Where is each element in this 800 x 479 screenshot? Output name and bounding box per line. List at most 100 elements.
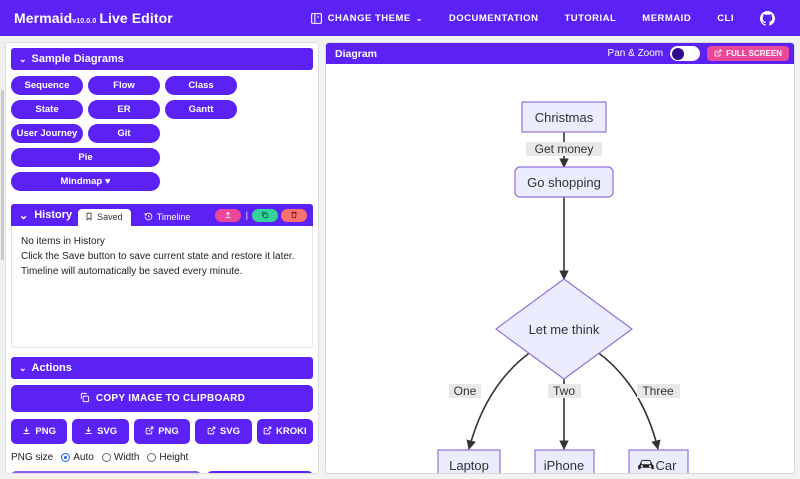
sample-button-sequence[interactable]: Sequence: [11, 76, 83, 95]
sample-button-pie[interactable]: Pie: [11, 148, 160, 167]
node-let-me-think[interactable]: Let me think: [494, 278, 634, 380]
node-iphone-label: iPhone: [544, 458, 584, 473]
history-actions-separator: |: [245, 210, 248, 220]
download-png-button[interactable]: PNG: [11, 419, 68, 444]
chevron-down-icon: ⌄: [19, 53, 27, 64]
actions-title: Actions: [31, 362, 72, 374]
nav-cli-label: CLI: [717, 12, 734, 24]
clipboard-icon: [79, 392, 90, 406]
node-iphone[interactable]: iPhone: [534, 449, 595, 474]
open-kroki-label: KROKI: [276, 426, 307, 437]
brand-version: v10.0.0: [72, 18, 97, 25]
sample-button-flow[interactable]: Flow: [88, 76, 160, 95]
node-go-shopping[interactable]: Go shopping: [514, 166, 614, 198]
png-size-auto-label: Auto: [73, 452, 94, 463]
tab-saved[interactable]: Saved: [78, 208, 131, 226]
diagram-panel-header: Diagram Pan & Zoom FULL SCREEN: [326, 43, 794, 64]
history-card: ⌄ History Saved T: [11, 204, 313, 348]
tab-saved-label: Saved: [97, 212, 123, 222]
nav-cli[interactable]: CLI: [704, 7, 747, 30]
sample-button-mindmap[interactable]: Mindmap ♥: [11, 172, 160, 191]
history-empty-line-3: Timeline will automatically be saved eve…: [21, 266, 243, 277]
palette-icon: [310, 12, 323, 25]
download-icon: [22, 426, 31, 438]
history-header: ⌄ History Saved T: [11, 204, 313, 226]
chevron-down-icon: ⌄: [19, 362, 27, 373]
sample-diagrams-header[interactable]: ⌄ Sample Diagrams: [11, 48, 313, 70]
nav-github[interactable]: [747, 5, 788, 32]
edge-label-three: Three: [637, 384, 680, 398]
open-kroki-button[interactable]: KROKI: [256, 419, 314, 444]
sidebar-scrollbar-thumb[interactable]: [1, 90, 4, 260]
delete-history-button[interactable]: [281, 208, 307, 222]
copy-history-button[interactable]: [252, 208, 278, 222]
history-empty-line-2: Click the Save button to save current st…: [21, 251, 295, 262]
history-body: No items in History Click the Save butto…: [11, 226, 313, 348]
open-png-button[interactable]: PNG: [133, 419, 191, 444]
sample-button-user-journey[interactable]: User Journey: [11, 124, 83, 143]
open-png-label: PNG: [158, 426, 179, 437]
markdown-input[interactable]: [11, 471, 202, 473]
png-size-option-auto[interactable]: Auto: [61, 452, 94, 463]
node-let-me-think-label: Let me think: [529, 322, 600, 337]
external-link-icon: [145, 426, 154, 438]
tab-timeline[interactable]: Timeline: [137, 209, 199, 226]
png-size-width-label: Width: [113, 452, 140, 463]
diagram-panel-title: Diagram: [335, 47, 378, 60]
history-action-buttons: |: [215, 208, 307, 222]
save-history-button[interactable]: [215, 208, 242, 222]
navbar-links: CHANGE THEME ⌄ DOCUMENTATION TUTORIAL ME…: [297, 5, 800, 32]
car-icon: [638, 459, 654, 470]
nav-documentation[interactable]: DOCUMENTATION: [436, 7, 552, 30]
markdown-row: COPY MARKDOWN: [11, 471, 313, 473]
sample-diagrams-card: ⌄ Sample Diagrams Sequence Flow Class St…: [11, 48, 313, 195]
sample-button-class[interactable]: Class: [165, 76, 237, 95]
node-car[interactable]: Car: [628, 449, 689, 474]
brand-name: Mermaid: [14, 10, 73, 26]
edge-label-three-text: Three: [642, 384, 674, 398]
external-link-icon: [714, 49, 722, 59]
external-link-icon: [263, 426, 272, 438]
edge-label-two-text: Two: [553, 384, 575, 398]
sample-diagrams-body: Sequence Flow Class State ER Gantt User …: [11, 70, 313, 195]
actions-card: ⌄ Actions COPY IMAGE TO CLIPBOARD: [11, 357, 314, 473]
radio-auto[interactable]: [61, 453, 71, 462]
edge-label-get-money-text: Get money: [535, 142, 594, 156]
full-screen-button[interactable]: FULL SCREEN: [707, 46, 789, 61]
open-svg-button[interactable]: SVG: [195, 419, 252, 444]
diagram-canvas[interactable]: Christmas Get money Go shopping Let me t…: [326, 64, 794, 474]
pan-zoom-toggle[interactable]: [670, 46, 701, 61]
pan-zoom-label: Pan & Zoom: [607, 48, 664, 59]
node-laptop[interactable]: Laptop: [437, 449, 501, 474]
nav-change-theme[interactable]: CHANGE THEME ⌄: [297, 6, 436, 31]
chevron-down-icon: ⌄: [19, 209, 29, 222]
nav-mermaid[interactable]: MERMAID: [629, 7, 704, 30]
nav-tutorial-label: TUTORIAL: [564, 12, 617, 24]
download-icon: [84, 426, 93, 438]
tab-timeline-label: Timeline: [156, 212, 191, 222]
sample-button-gantt[interactable]: Gantt: [165, 100, 237, 119]
png-size-option-width[interactable]: Width: [101, 452, 140, 463]
radio-height[interactable]: [147, 453, 157, 462]
actions-header[interactable]: ⌄ Actions: [11, 357, 313, 379]
nav-tutorial[interactable]: TUTORIAL: [551, 7, 629, 30]
pan-zoom-toggle-knob: [672, 48, 685, 60]
nav-change-theme-label: CHANGE THEME: [327, 12, 411, 24]
copy-markdown-button[interactable]: COPY MARKDOWN: [207, 471, 313, 473]
sample-button-git[interactable]: Git: [88, 124, 160, 143]
export-buttons-row: PNG SVG: [11, 419, 314, 444]
download-svg-button[interactable]: SVG: [72, 419, 129, 444]
edge-label-two: Two: [548, 384, 581, 398]
history-title: History: [34, 209, 73, 221]
sample-button-state[interactable]: State: [11, 100, 83, 119]
png-size-option-height[interactable]: Height: [147, 452, 188, 463]
sample-button-er[interactable]: ER: [88, 100, 160, 119]
sidebar-scrollbar-track[interactable]: [0, 42, 5, 474]
edge-label-one: One: [449, 384, 481, 398]
copy-image-to-clipboard-button[interactable]: COPY IMAGE TO CLIPBOARD: [11, 385, 313, 412]
node-christmas[interactable]: Christmas: [521, 101, 607, 133]
radio-width[interactable]: [101, 453, 111, 462]
png-size-height-label: Height: [159, 452, 189, 463]
